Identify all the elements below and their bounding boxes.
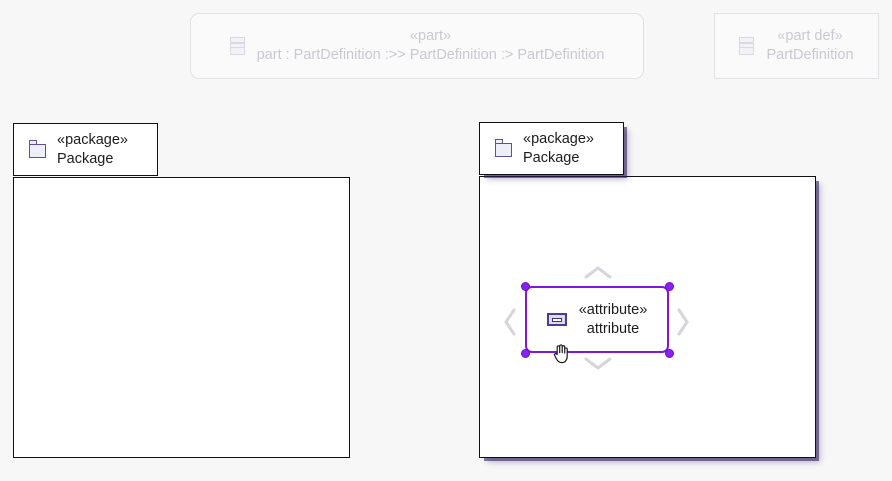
part-def-preview-name: PartDefinition [766, 47, 854, 63]
part-icon [229, 37, 245, 55]
part-def-preview-keyword: «part def» [777, 28, 843, 45]
attribute-node[interactable]: «attribute» attribute [525, 286, 669, 353]
package-left-body[interactable] [13, 177, 350, 458]
package-left-name: Package [57, 150, 114, 167]
attribute-keyword: «attribute» [578, 301, 648, 318]
attribute-name: attribute [586, 320, 640, 337]
chevron-down-icon[interactable] [584, 357, 612, 371]
resize-handle-top-right[interactable] [665, 282, 674, 291]
package-right-name: Package [523, 149, 580, 166]
chevron-right-icon[interactable] [676, 308, 690, 336]
folder-icon [28, 140, 46, 158]
package-right-keyword: «package» [523, 130, 594, 147]
chevron-left-icon[interactable] [503, 308, 517, 336]
part-preview-node[interactable]: «part» part : PartDefinition :>> PartDef… [190, 13, 644, 79]
package-left-keyword: «package» [57, 131, 128, 148]
package-right-label: «package» Package [523, 130, 594, 167]
package-left-header[interactable]: «package» Package [13, 123, 158, 176]
part-preview-name: part : PartDefinition :>> PartDefinition… [256, 47, 605, 63]
package-right-header[interactable]: «package» Package [479, 122, 624, 175]
resize-handle-top-left[interactable] [521, 282, 530, 291]
part-def-icon [739, 37, 755, 55]
chevron-up-icon[interactable] [584, 265, 612, 279]
part-preview-keyword: «part» [409, 28, 452, 45]
part-preview-label: «part» part : PartDefinition :>> PartDef… [257, 27, 605, 64]
part-def-preview-label: «part def» PartDefinition [766, 27, 853, 64]
attribute-icon [546, 313, 567, 326]
resize-handle-bottom-left[interactable] [521, 349, 530, 358]
folder-icon [494, 139, 512, 157]
part-def-preview-node[interactable]: «part def» PartDefinition [714, 13, 879, 79]
attribute-label: «attribute» attribute [579, 301, 648, 338]
resize-handle-bottom-right[interactable] [665, 349, 674, 358]
hand-cursor [552, 342, 570, 364]
package-left-label: «package» Package [57, 131, 128, 168]
